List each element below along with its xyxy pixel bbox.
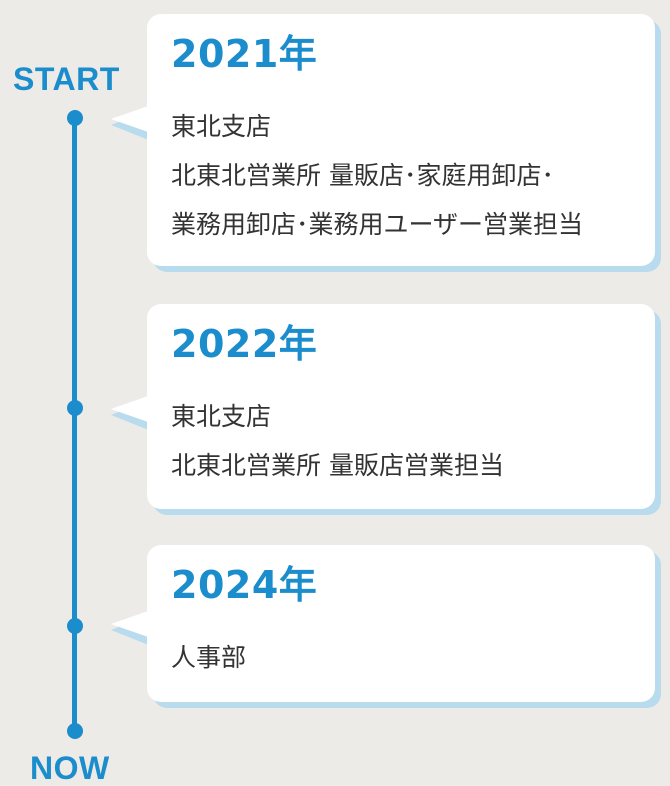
card-year: 2024年 (171, 563, 318, 607)
card-year: 2021年 (171, 32, 318, 76)
card-detail-line: 人事部 (171, 643, 247, 672)
timeline-dot-2021 (67, 400, 83, 416)
timeline-dot-start (67, 110, 83, 126)
timeline-card-2021: 2021年 東北支店 北東北営業所 量販店･家庭用卸店･ 業務用卸店･業務用ユー… (111, 14, 661, 272)
card-pointer (111, 105, 151, 133)
card-details: 人事部 (171, 633, 246, 682)
card-details: 東北支店 北東北営業所 量販店･家庭用卸店･ 業務用卸店･業務用ユーザー営業担当 (171, 102, 583, 249)
card-detail-line: 業務用卸店･業務用ユーザー営業担当 (171, 210, 584, 239)
card-year: 2022年 (171, 322, 318, 366)
card-details: 東北支店 北東北営業所 量販店営業担当 (171, 392, 504, 490)
card-body (147, 304, 655, 509)
card-body (147, 14, 655, 266)
start-label: START (13, 61, 120, 97)
card-pointer (111, 395, 151, 423)
timeline-dot-end (67, 723, 83, 739)
now-label: NOW (30, 750, 110, 786)
timeline-dot-2024 (67, 618, 83, 634)
timeline-card-2022: 2022年 東北支店 北東北営業所 量販店営業担当 (111, 304, 661, 515)
timeline-line (72, 117, 77, 733)
card-pointer (111, 610, 151, 638)
card-detail-line: 北東北営業所 量販店営業担当 (171, 451, 504, 480)
card-detail-line: 東北支店 (171, 402, 272, 431)
card-detail-line: 北東北営業所 量販店･家庭用卸店･ (171, 161, 554, 190)
card-body (147, 545, 655, 702)
card-detail-line: 東北支店 (171, 112, 272, 141)
timeline-card-2024: 2024年 人事部 (111, 545, 661, 708)
